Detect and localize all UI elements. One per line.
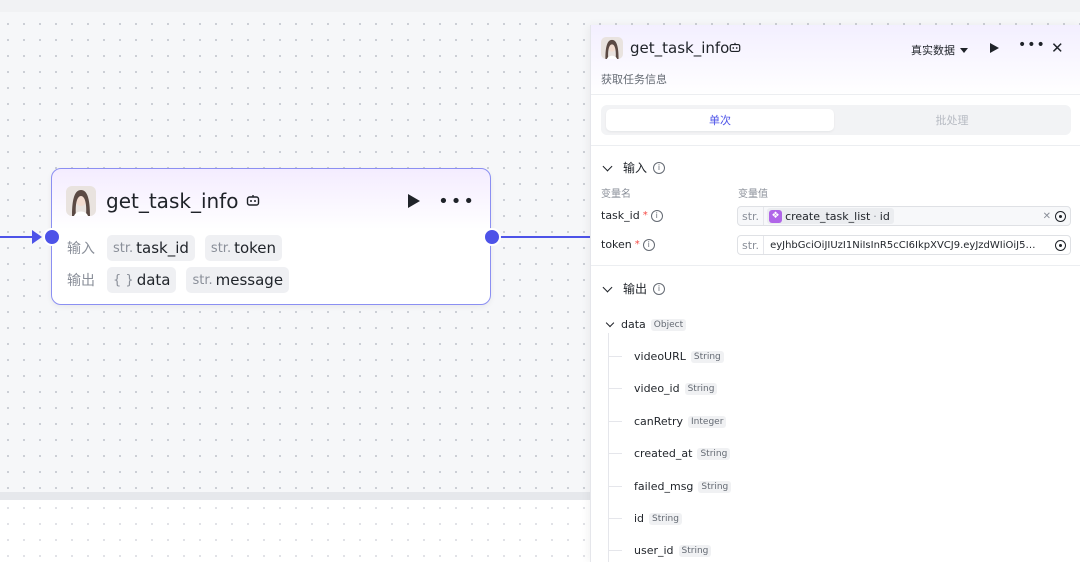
node-avatar (66, 186, 96, 216)
header-divider (591, 94, 1080, 95)
variable-reference-chip[interactable]: ❖ create_task_list · id (767, 208, 894, 224)
panel-header (591, 25, 1080, 95)
panel-avatar (601, 37, 623, 59)
outgoing-edge[interactable] (500, 236, 592, 238)
node-header: get_task_info ••• (66, 183, 476, 219)
info-icon[interactable]: i (650, 209, 663, 222)
output-label: 输出 (67, 273, 95, 289)
chevron-down-icon (605, 318, 615, 328)
incoming-edge[interactable] (0, 236, 38, 238)
node-input-port[interactable] (43, 228, 61, 246)
token-value-field[interactable]: str. eyJhbGciOiJIUzI1NiIsInR5cCI6IkpXVCJ… (737, 235, 1071, 255)
input-var-token: token* i (601, 238, 655, 251)
incoming-edge-arrow-icon (32, 230, 42, 244)
chevron-down-icon (602, 282, 613, 292)
tab-single[interactable]: 单次 (606, 109, 834, 131)
plugin-icon (247, 195, 260, 206)
node-output-row: 输出 { }data str.message (67, 267, 290, 293)
task-id-value-field[interactable]: str. ❖ create_task_list · id ✕ (737, 206, 1071, 226)
input-chip-token: str.token (204, 235, 283, 261)
node-output-port[interactable] (483, 228, 501, 246)
column-header-value: 变量值 (738, 189, 768, 200)
canvas-bottom-divider (0, 492, 590, 500)
panel-description: 获取任务信息 (601, 73, 667, 86)
canvas-lower-area (0, 500, 590, 562)
output-chip-message: str.message (186, 267, 290, 293)
run-node-play-icon[interactable] (408, 194, 421, 208)
node-ref-icon: ❖ (769, 209, 783, 223)
close-icon[interactable]: ✕ (1051, 39, 1064, 57)
panel-plugin-icon (729, 42, 741, 53)
data-mode-dropdown[interactable]: 真实数据 (911, 42, 968, 58)
section-divider (591, 265, 1080, 266)
canvas-top-band (0, 0, 1080, 12)
column-header-name: 变量名 (601, 189, 631, 200)
panel-title: get_task_info (630, 39, 730, 57)
tree-guide-line (608, 333, 609, 562)
clear-icon[interactable]: ✕ (1042, 210, 1051, 222)
node-more-icon[interactable]: ••• (438, 190, 476, 212)
panel-more-icon[interactable]: ••• (1018, 37, 1046, 53)
token-value-text: eyJhbGciOiJIUzI1NiIsInR5cCI6IkpXVCJ9.eyJ… (770, 239, 1036, 251)
node-config-panel: get_task_info 获取任务信息 真实数据 ••• ✕ 单次 批处理 输… (590, 25, 1080, 562)
input-chip-task-id: str.task_id (107, 235, 195, 261)
input-label: 输入 (67, 241, 95, 257)
tab-batch[interactable]: 批处理 (935, 114, 969, 127)
chevron-down-icon (960, 47, 968, 53)
chevron-down-icon (602, 161, 613, 171)
panel-run-play-icon[interactable] (990, 43, 999, 53)
input-var-task-id: task_id* i (601, 209, 663, 222)
info-icon[interactable]: i (653, 282, 666, 295)
info-icon[interactable]: i (642, 238, 655, 251)
input-section-header[interactable]: 输入 i (601, 159, 666, 176)
type-tag: Object (650, 318, 687, 331)
output-tree-root[interactable]: data Object (605, 318, 687, 331)
workflow-node-get-task-info[interactable]: get_task_info ••• 输入 str.task_id str.tok… (51, 168, 491, 305)
info-icon[interactable]: i (653, 161, 666, 174)
run-mode-segmented-control: 单次 批处理 (601, 105, 1071, 135)
output-section-header[interactable]: 输出 i (601, 280, 666, 297)
node-input-row: 输入 str.task_id str.token (67, 235, 283, 261)
variable-select-icon[interactable] (1055, 210, 1066, 222)
variable-select-icon[interactable] (1055, 239, 1066, 251)
node-title: get_task_info (106, 189, 239, 213)
output-chip-data: { }data (107, 267, 177, 293)
tabs-divider (591, 145, 1080, 146)
